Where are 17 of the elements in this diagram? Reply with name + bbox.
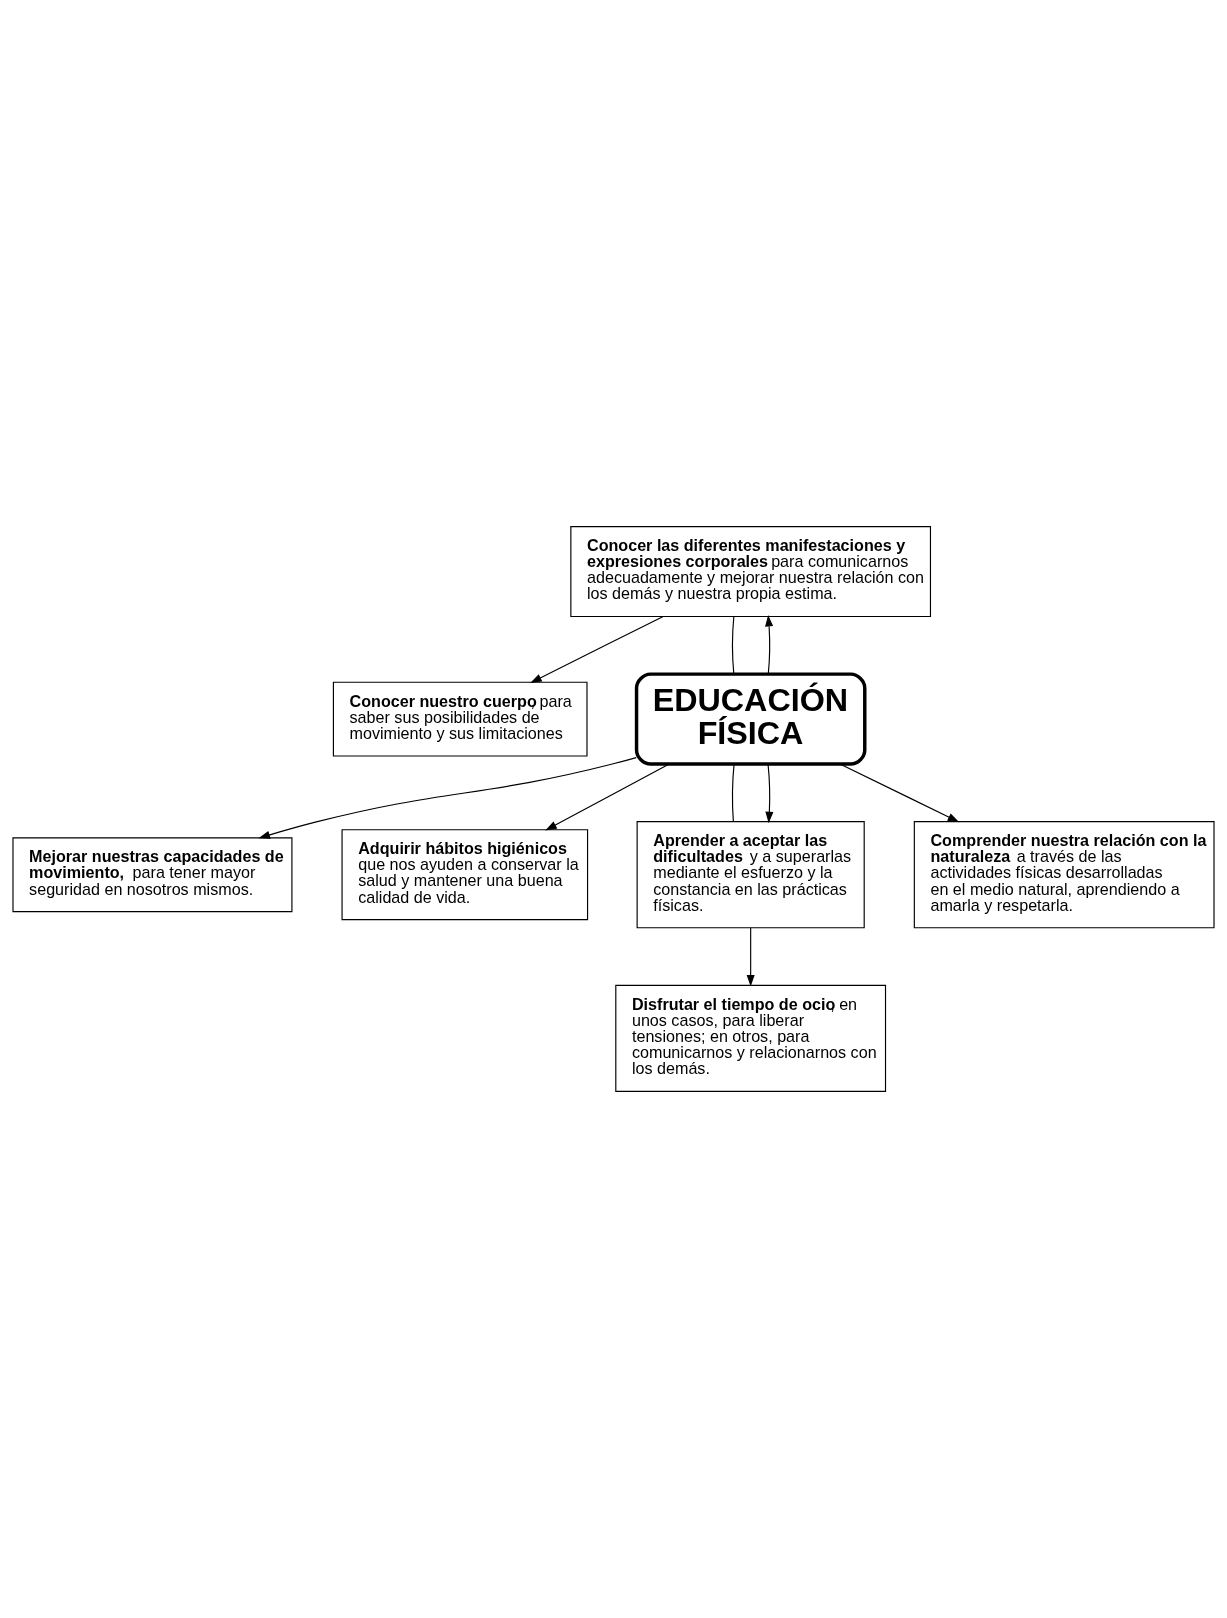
node-box: Disfrutar el tiempo de ocio, en unos casos, para liberar tensiones; en otros, para comunicarnos y relacionarnos con los demás.: [615, 984, 887, 1092]
node-box: Adquirir hábitos higiénicos que nos ayuden a conservar la salud y mantener una buena calidad de vida.: [341, 829, 589, 921]
node-box: Conocer nuestro cuerpo, para saber sus posibilidades de movimiento y sus limitaciones: [332, 681, 588, 757]
arrow: [765, 763, 774, 824]
node-box: Conocer las diferentes manifestaciones y expresiones corporales para comunicarnos adecuadamente y mejorar nuestra relación con los demás y nuestra propia estima.: [570, 526, 932, 618]
node-box: Mejorar nuestras capacidades de movimiento, para tener mayor seguridad en nosotros mismos.: [12, 837, 293, 913]
arrow: [530, 616, 664, 683]
connector: [731, 763, 735, 823]
arrow: [765, 614, 774, 675]
arrow: [839, 763, 960, 823]
node-box: Aprender a aceptar las dificultades y a superarlas mediante el esfuerzo y la constancia en las prácticas físicas.: [636, 821, 865, 929]
arrow: [746, 927, 755, 987]
arrow: [258, 757, 637, 839]
connector: [731, 616, 735, 675]
node-box: EDUCACIÓN FÍSICA: [634, 672, 867, 766]
arrow: [545, 763, 670, 831]
node-box: Comprender nuestra relación con la naturaleza a través de las actividades físicas desarrolladas en el medio natural, aprendiendo a amarla y respetarla.: [913, 821, 1215, 929]
